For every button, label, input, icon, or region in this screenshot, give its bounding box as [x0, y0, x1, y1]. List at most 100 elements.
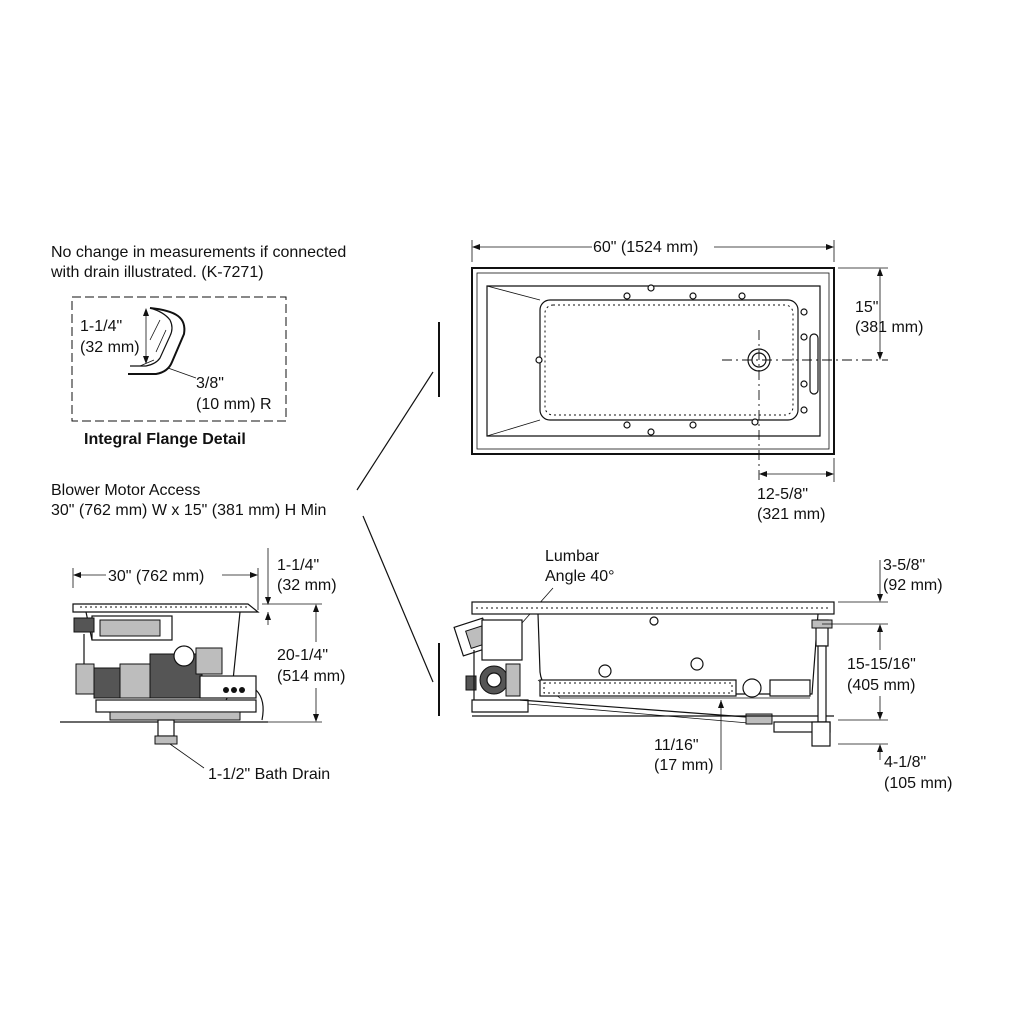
blower-leader-upper: [356, 371, 434, 491]
side-pump-frame: [481, 619, 523, 661]
lumbar-line-1: Lumbar: [545, 548, 600, 565]
end-flange-mm: (32 mm): [277, 577, 337, 594]
flange-profile-inner: [130, 307, 173, 367]
side-base-in: 11/16": [654, 737, 699, 754]
side-drain-port-icon: [742, 678, 762, 698]
side-pump-assembly: [453, 617, 523, 700]
pump-cap-icon: [173, 645, 195, 667]
bath-drain-leader: [169, 743, 205, 769]
control-knob-icon: [231, 687, 237, 693]
end-deck: [72, 603, 260, 613]
lumbar-line-2: Angle 40°: [545, 568, 615, 585]
blower-body: [99, 619, 161, 637]
end-width-label: 30" (762 mm): [108, 568, 204, 585]
jet-icon: [623, 292, 631, 300]
side-base-mm: (17 mm): [654, 757, 714, 774]
blower-access-line-1: Blower Motor Access: [51, 482, 200, 499]
plan-drain-from-end-in: 12-5/8": [757, 486, 808, 503]
jet-icon: [647, 284, 655, 292]
side-base-slope: [519, 699, 761, 719]
pump-control-box: [199, 675, 257, 699]
side-pump-valve: [465, 675, 477, 691]
pump-coupling: [93, 667, 123, 699]
side-base-foot: [745, 713, 773, 725]
side-below-arrow: [877, 744, 883, 752]
side-below-floor-in: 4-1/8": [884, 754, 926, 771]
side-base-slope-lower: [527, 703, 761, 725]
overflow-pipe: [817, 645, 827, 723]
plan-drain-offset-mm: (381 mm): [855, 319, 923, 336]
end-flange-in: 1-1/4": [277, 557, 319, 574]
drain-note-line-1: No change in measurements if connected: [51, 244, 346, 261]
jet-icon: [800, 406, 808, 414]
side-jet-icon: [598, 664, 612, 678]
side-deck-mm: (92 mm): [883, 577, 943, 594]
blower-connector: [73, 617, 95, 633]
jet-icon: [800, 333, 808, 341]
side-drain-height-mm: (405 mm): [847, 677, 915, 694]
jet-icon: [647, 428, 655, 436]
end-height-label-bg: [274, 642, 360, 688]
flange-detail-frame: [71, 296, 287, 422]
plan-length-label: 60" (1524 mm): [593, 239, 698, 256]
plan-view: 60" (1524 mm): [471, 239, 923, 523]
plan-drain-from-end-mm: (321 mm): [757, 506, 825, 523]
drain-overflow-assembly: [773, 619, 833, 747]
backrest-edge-top: [486, 285, 541, 301]
flange-height-in: 1-1/4": [80, 318, 122, 335]
plan-jets: [535, 284, 808, 436]
tub-basin-top-edge: [486, 285, 821, 437]
flange-hatch: [139, 319, 167, 367]
side-jet-icon: [690, 657, 704, 671]
side-base-left: [471, 699, 529, 713]
jet-icon: [751, 418, 759, 426]
tub-floor-dotted: [544, 304, 794, 416]
side-pump-outlet: [505, 663, 521, 697]
power-cord: [255, 689, 264, 721]
side-jet-icon: [649, 616, 659, 626]
jet-icon: [800, 308, 808, 316]
pump-inlet: [75, 663, 95, 695]
pump-fitting: [195, 647, 223, 675]
side-channel: [539, 679, 737, 697]
tub-outer-rim: [471, 267, 835, 455]
side-base-arrow: [718, 700, 724, 708]
drain-note: No change in measurements if connected w…: [50, 244, 346, 281]
end-drain-body: [157, 719, 175, 737]
radius-leader: [167, 367, 197, 379]
end-height-mm: (514 mm): [277, 668, 345, 685]
plan-1258-arrows: [759, 471, 834, 477]
integral-flange-detail: 1-1/4" (32 mm) 3/8" (10 mm) R: [71, 296, 287, 422]
backrest-edge-bottom: [486, 419, 541, 437]
side-deck-in: 3-5/8": [883, 557, 925, 574]
drain-note-line-2: with drain illustrated. (K-7271): [50, 264, 264, 281]
end-base-rail: [95, 699, 257, 713]
flange-height-mm: (32 mm): [80, 339, 140, 356]
side-view: Lumbar Angle 40°: [453, 548, 952, 792]
side-drain-height-in: 15-15/16": [847, 656, 916, 673]
jet-icon: [738, 292, 746, 300]
blower-leader-lower: [362, 515, 434, 683]
end-drain-outlet: [154, 735, 178, 745]
jet-icon: [800, 380, 808, 388]
jet-icon: [689, 421, 697, 429]
control-knob-icon: [223, 687, 229, 693]
jet-icon: [623, 421, 631, 429]
blower-access-line-2: 30" (762 mm) W x 15" (381 mm) H Min: [51, 502, 326, 519]
jet-icon: [535, 356, 543, 364]
tub-inner-rim: [476, 272, 830, 450]
flange-radius-in: 3/8": [196, 375, 224, 392]
side-deck-arrow: [877, 594, 883, 602]
side-pump-hub-icon: [486, 672, 502, 688]
flange-detail-title: Integral Flange Detail: [84, 431, 246, 448]
end-height-in: 20-1/4": [277, 647, 328, 664]
flange-radius-mm: (10 mm) R: [196, 396, 272, 413]
pump-assembly: [73, 615, 264, 721]
side-channel-dots: [543, 682, 733, 694]
side-channel-end: [769, 679, 811, 697]
bath-drain-label: 1-1/2" Bath Drain: [208, 766, 330, 783]
plan-drain-offset-in: 15": [855, 299, 878, 316]
end-view: 30" (762 mm): [60, 548, 360, 783]
side-below-floor-mm: (105 mm): [884, 775, 952, 792]
